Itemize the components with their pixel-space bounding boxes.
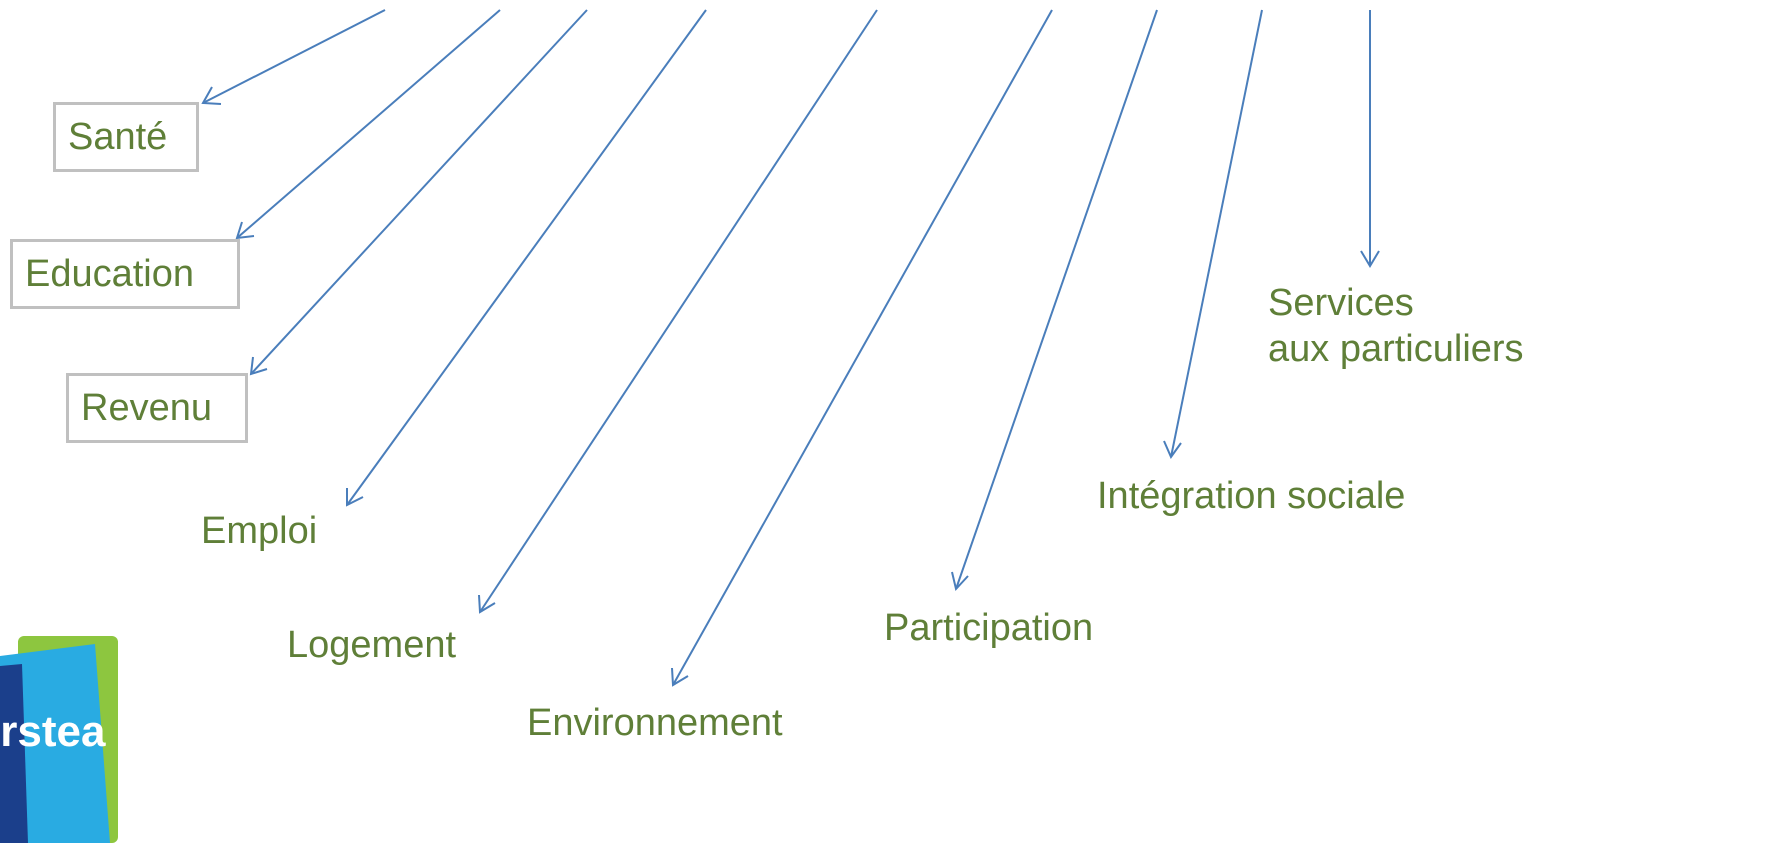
arrow-to-emploi [346,9,707,507]
logo-text: irstea [0,707,106,756]
arrow-to-participation [951,9,1158,592]
label-services-aux-particuliers: Services aux particuliers [1268,280,1524,372]
label-participation: Participation [884,607,1094,649]
irstea-logo: irstea [0,636,118,843]
arrow-to-sante [201,9,386,105]
label-revenu: Revenu [66,373,248,443]
label-environnement: Environnement [527,702,783,744]
label-services-line1: Services [1268,282,1414,324]
label-emploi: Emploi [201,510,318,552]
arrow-to-services [1360,10,1380,268]
arrow-to-education [235,9,501,240]
label-integration-sociale: Intégration sociale [1097,475,1406,517]
label-services-line2: aux particuliers [1268,328,1524,370]
arrow-to-revenu [249,9,588,376]
label-sante: Santé [53,102,199,172]
label-education: Education [10,239,240,309]
arrow-to-logement [478,9,878,614]
arrow-to-integration [1163,9,1263,460]
label-logement: Logement [287,624,457,666]
arrow-to-environnement [671,9,1053,687]
